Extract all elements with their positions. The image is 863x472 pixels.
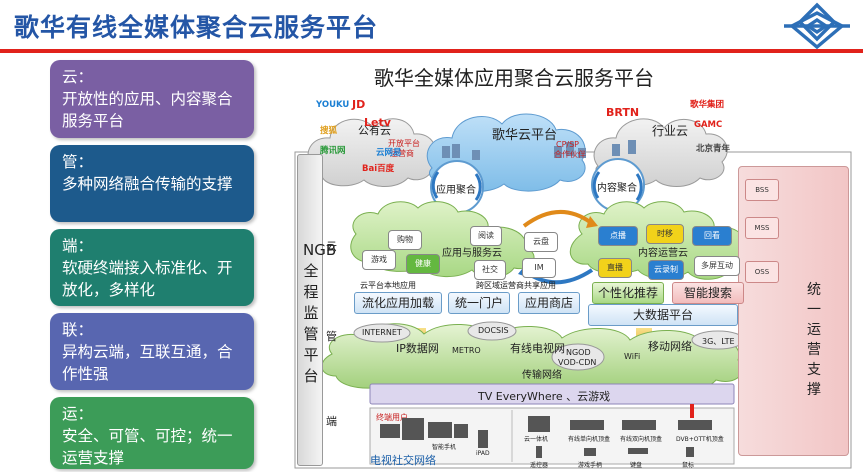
side-card-pipe: 管： 多种网络融合传输的支撑	[50, 145, 254, 222]
unified-ops-panel: BSS MSS OSS	[738, 166, 849, 456]
net-metro: METRO	[452, 346, 481, 355]
app-service-cloud-label: 应用与服务云	[442, 248, 502, 259]
unified-ops-label: 统一运营支撑	[807, 282, 821, 398]
brand-netease: 云网易	[376, 148, 402, 158]
diagram-shapes	[294, 113, 852, 469]
cloud-local-label: 云平台本地应用	[360, 281, 416, 290]
side-card-body: 异构云端，互联互通，合作性强	[62, 343, 233, 383]
public-cloud-label: 公有云	[358, 124, 391, 137]
chip-shopping[interactable]: 购物	[388, 230, 422, 250]
brand-letv: Letv	[364, 116, 391, 129]
cp-sp-label: CP/SP	[556, 140, 580, 149]
architecture-diagram: 歌华全媒体应用聚合云服务平台 歌华云平台 公有云 行业云 CP/SP 合作伙伴 …	[292, 58, 852, 470]
tv-everywhere-bar: TV EveryWhere 、云游戏	[478, 390, 611, 403]
side-card-head: 管：	[62, 153, 94, 171]
brand-baidu: Bai百度	[362, 164, 395, 174]
side-card-body: 安全、可管、可控；统一运营支撑	[62, 427, 233, 467]
device-smartphone: 智能手机	[432, 444, 457, 451]
net-ngod: NGOD	[566, 348, 591, 357]
cp-sp-partner-label: 合作伙伴	[554, 150, 586, 159]
bar-flow-app[interactable]: 流化应用加载	[354, 292, 442, 314]
chip-im[interactable]: IM	[522, 258, 556, 278]
brand-youku: YOUKU	[316, 100, 350, 110]
net-mobile: 移动网络	[648, 340, 692, 353]
open-platform-label: 开放平台	[388, 139, 420, 148]
side-card-head: 运：	[62, 405, 94, 423]
net-cable: 有线电视网	[510, 342, 565, 355]
net-ip: IP数据网	[396, 342, 439, 355]
brand-sohu: 搜狐	[320, 126, 338, 136]
brand-gamc: GAMC	[694, 120, 723, 130]
device-oneway-stb: 有线单向机顶盒	[568, 436, 611, 443]
device-mouse: 鼠标	[682, 462, 695, 469]
net-wifi: WiFi	[624, 352, 641, 361]
bar-search[interactable]: 智能搜索	[672, 282, 744, 304]
device-keyboard: 键盘	[630, 462, 643, 469]
net-internet: INTERNET	[362, 328, 402, 337]
side-card-head: 端：	[62, 237, 94, 255]
oss-button[interactable]: OSS	[745, 261, 779, 283]
chip-replay[interactable]: 回看	[692, 226, 732, 246]
brand-tencent: 腾讯网	[320, 146, 346, 156]
chip-live[interactable]: 直播	[598, 258, 632, 278]
device-cloud-aio: 云一体机	[524, 436, 549, 443]
bar-personal[interactable]: 个性化推荐	[592, 282, 664, 304]
terminal-users-label: 终端用户	[376, 413, 408, 422]
center-cloud-label: 歌华云平台	[492, 128, 558, 143]
side-card-head: 联：	[62, 321, 94, 339]
app-aggregation-label: 应用聚合	[436, 185, 476, 196]
chip-multiscreen[interactable]: 多屏互动	[694, 256, 740, 276]
chip-social[interactable]: 社交	[474, 260, 506, 280]
side-card-head: 云：	[62, 68, 94, 86]
mss-button[interactable]: MSS	[745, 217, 779, 239]
side-card-cloud: 云： 开放性的应用、内容聚合服务平台	[50, 60, 254, 138]
net-vod-cdn: VOD-CDN	[558, 358, 597, 367]
title-rule	[0, 49, 863, 53]
device-ipad: iPAD	[476, 450, 490, 457]
side-card-body: 软硬终端接入标准化、开放化，多样化	[62, 259, 233, 299]
chip-health[interactable]: 健康	[406, 254, 440, 274]
chip-cloud-drive[interactable]: 云盘	[524, 232, 558, 252]
bar-store[interactable]: 应用商店	[518, 292, 580, 314]
net-transport: 传输网络	[522, 370, 562, 381]
device-twoway-stb: 有线双向机顶盒	[620, 436, 663, 443]
brand-gehua-group: 歌华集团	[690, 100, 725, 110]
content-ops-cloud-label: 内容运营云	[638, 248, 688, 259]
open-platform-ops-label: 运营商	[390, 149, 414, 158]
brand-jd: JD	[352, 98, 366, 111]
side-card-link: 联： 异构云端，互联互通，合作性强	[50, 313, 254, 390]
side-card-body: 多种网络融合传输的支撑	[62, 175, 233, 193]
industry-cloud-label: 行业云	[652, 124, 689, 138]
layer-terminal-label: 端	[326, 415, 337, 428]
device-gamepad: 游戏手柄	[578, 462, 603, 469]
device-remote: 遥控器	[530, 462, 549, 469]
chip-vod[interactable]: 点播	[598, 226, 638, 246]
layer-cloud-label: 云	[326, 240, 337, 253]
chip-timeshift[interactable]: 时移	[646, 224, 684, 244]
brand-brtn: BRTN	[606, 106, 640, 119]
brand-beiqing: 北京青年	[696, 144, 731, 154]
chip-games[interactable]: 游戏	[362, 250, 396, 270]
ngb-supervision-panel	[297, 154, 323, 466]
page-title: 歌华有线全媒体聚合云服务平台	[14, 13, 379, 42]
chip-cloud-record[interactable]: 云录制	[648, 260, 684, 280]
ngb-supervision-label: NGB全程监管平台	[303, 241, 337, 385]
content-aggregation-label: 内容聚合	[597, 183, 637, 194]
side-card-ops: 运： 安全、可管、可控；统一运营支撑	[50, 397, 254, 469]
bar-portal[interactable]: 统一门户	[448, 292, 510, 314]
net-docsis: DOCSIS	[478, 326, 509, 335]
cross-domain-label: 跨区域运营商共享应用	[476, 281, 556, 290]
tv-social-label: 电视社交网络	[370, 454, 436, 467]
layer-pipe-label: 管	[326, 330, 337, 343]
net-3g-lte: 3G、LTE	[702, 337, 735, 346]
device-dvb-ott-stb: DVB+OTT机顶盒	[676, 436, 724, 443]
diagram-title: 歌华全媒体应用聚合云服务平台	[374, 66, 654, 90]
side-card-terminal: 端： 软硬终端接入标准化、开放化，多样化	[50, 229, 254, 306]
bss-button[interactable]: BSS	[745, 179, 779, 201]
side-card-body: 开放性的应用、内容聚合服务平台	[62, 90, 233, 130]
company-logo-icon	[784, 2, 850, 50]
chip-reading[interactable]: 阅读	[470, 226, 502, 246]
bar-bigdata[interactable]: 大数据平台	[588, 304, 738, 326]
